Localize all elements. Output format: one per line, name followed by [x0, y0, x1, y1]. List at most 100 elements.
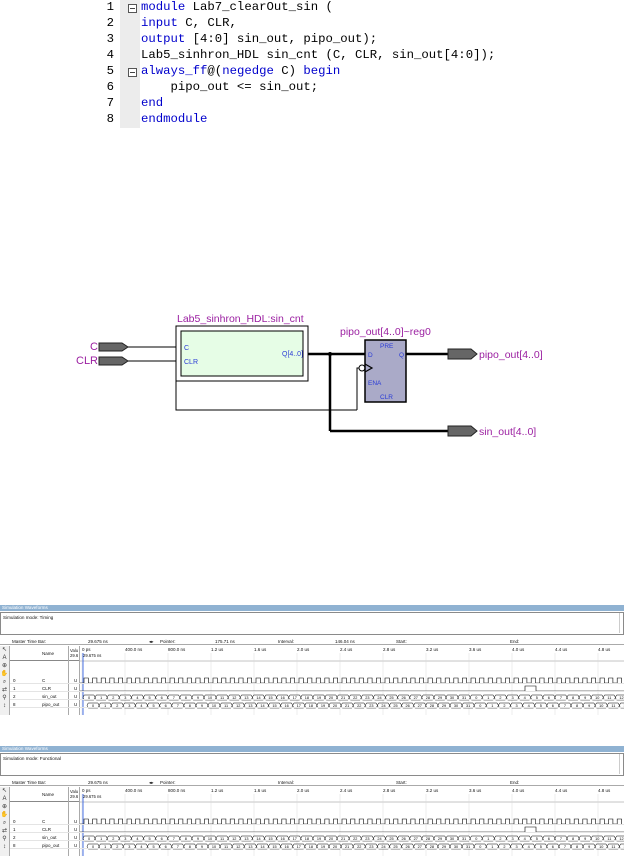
bus-value: 5	[152, 845, 154, 849]
binoculars-icon[interactable]: ⚲	[2, 836, 7, 842]
reg-ena-label: ENA	[368, 380, 382, 387]
code-token: C, CLR,	[177, 16, 237, 30]
signal-row[interactable]: 8 pipo_out U	[10, 701, 624, 708]
sort-tool-icon[interactable]: ↕	[3, 703, 6, 709]
bus-value: 26	[406, 704, 410, 708]
bus-value: 0	[88, 837, 90, 841]
bus-value: 22	[353, 696, 357, 700]
binoculars-icon[interactable]: ⚲	[2, 695, 7, 701]
master-time-bar-value[interactable]: 29.675 ns	[88, 639, 108, 644]
signal-name: sin_out	[42, 835, 57, 840]
replace-tool-icon[interactable]: ⇄	[1, 828, 8, 834]
code-line[interactable]: 6 pipo_out <= sin_out;	[90, 80, 624, 96]
hand-tool-icon[interactable]: ✋	[0, 812, 9, 818]
signal-row[interactable]: 2 sin_out U	[10, 693, 624, 700]
zoom-tool-icon[interactable]: ⊕	[1, 663, 8, 669]
signal-row[interactable]: 0 C U	[10, 677, 624, 684]
bus-segment	[619, 702, 624, 709]
signal-value: U	[74, 827, 78, 832]
zoom-tool-icon[interactable]: ⊕	[1, 804, 8, 810]
signal-row[interactable]: 1 CLR U	[10, 826, 624, 833]
bus-value: 10	[599, 704, 603, 708]
pointer-tool-icon[interactable]: ↖	[1, 647, 8, 653]
find-tool-icon[interactable]: ⌕	[2, 679, 7, 685]
time-tick-label: 1.6 us	[254, 647, 267, 652]
time-stepper-icon[interactable]: ◂▸	[149, 639, 154, 644]
bus-value: 9	[588, 704, 590, 708]
code-token: C)	[273, 64, 304, 78]
bus-value: 18	[309, 845, 313, 849]
bus-value: 2	[503, 704, 505, 708]
register-block[interactable]	[364, 339, 407, 403]
bus-value: 2	[499, 837, 501, 841]
bus-value: 4	[528, 704, 530, 708]
keyword-token: begin	[303, 64, 341, 78]
time-toolbar: Master Time Bar: 29.675 ns ◂▸ Pointer: I…	[0, 778, 624, 786]
text-tool-icon[interactable]: A	[2, 655, 7, 661]
mode-scrollbar[interactable]	[619, 754, 623, 774]
bus-value: 10	[208, 696, 212, 700]
time-tick-label: 3.6 us	[469, 647, 482, 652]
bus-value: 19	[321, 845, 325, 849]
bus-value: 12	[232, 837, 236, 841]
output-label-pipo: pipo_out[4..0]	[479, 349, 543, 361]
collapse-icon[interactable]	[128, 4, 137, 13]
bus-value: 21	[341, 696, 345, 700]
bus-value: 31	[466, 704, 470, 708]
bus-value: 3	[124, 696, 126, 700]
bus-value: 13	[248, 704, 252, 708]
signal-row[interactable]: 2 sin_out U	[10, 834, 624, 841]
register-title: pipo_out[4..0]~reg0	[340, 326, 431, 338]
marker-label: 29.675 ns	[83, 794, 101, 799]
signal-icon: 2	[13, 694, 16, 699]
signal-icon: 0	[13, 678, 16, 683]
code-text: output [4:0] sin_out, pipo_out);	[141, 32, 377, 46]
sort-tool-icon[interactable]: ↕	[3, 844, 6, 850]
bus-value: 2	[112, 696, 114, 700]
bus-value: 31	[462, 696, 466, 700]
find-tool-icon[interactable]: ⌕	[2, 820, 7, 826]
time-stepper-icon[interactable]: ◂▸	[149, 780, 154, 785]
bus-value: 7	[560, 696, 562, 700]
bus-value: 2	[116, 704, 118, 708]
collapse-icon[interactable]	[128, 68, 137, 77]
signal-name: C	[42, 819, 46, 824]
bus-value: 4	[528, 845, 530, 849]
mode-scrollbar[interactable]	[619, 613, 623, 633]
bus-value: 0	[479, 704, 481, 708]
bus-value: 9	[584, 696, 586, 700]
simulation-mode-text: Simulation mode: Functional	[3, 756, 61, 761]
signal-row[interactable]: 8 pipo_out U	[10, 842, 624, 849]
bus-value: 10	[595, 696, 599, 700]
bus-value: 25	[389, 696, 393, 700]
fold-gutter	[120, 96, 140, 112]
input-label-c: C	[90, 341, 98, 353]
replace-tool-icon[interactable]: ⇄	[1, 687, 8, 693]
bus-value: 15	[268, 837, 272, 841]
reg-d-label: D	[368, 352, 373, 359]
bus-value: 3	[515, 704, 517, 708]
text-tool-icon[interactable]: A	[2, 796, 7, 802]
signal-row[interactable]: 0 C U	[10, 818, 624, 825]
signal-row[interactable]: 1 CLR U	[10, 685, 624, 692]
pointer-tool-icon[interactable]: ↖	[1, 788, 8, 794]
bus-value: 9	[201, 845, 203, 849]
bus-value: 29	[438, 837, 442, 841]
master-time-bar-value[interactable]: 29.675 ns	[88, 780, 108, 785]
name-header-label: Name	[42, 651, 55, 656]
time-tick-label: 2.4 us	[340, 647, 353, 652]
hand-tool-icon[interactable]: ✋	[0, 671, 9, 677]
time-tick-label: 4.8 us	[598, 788, 611, 793]
